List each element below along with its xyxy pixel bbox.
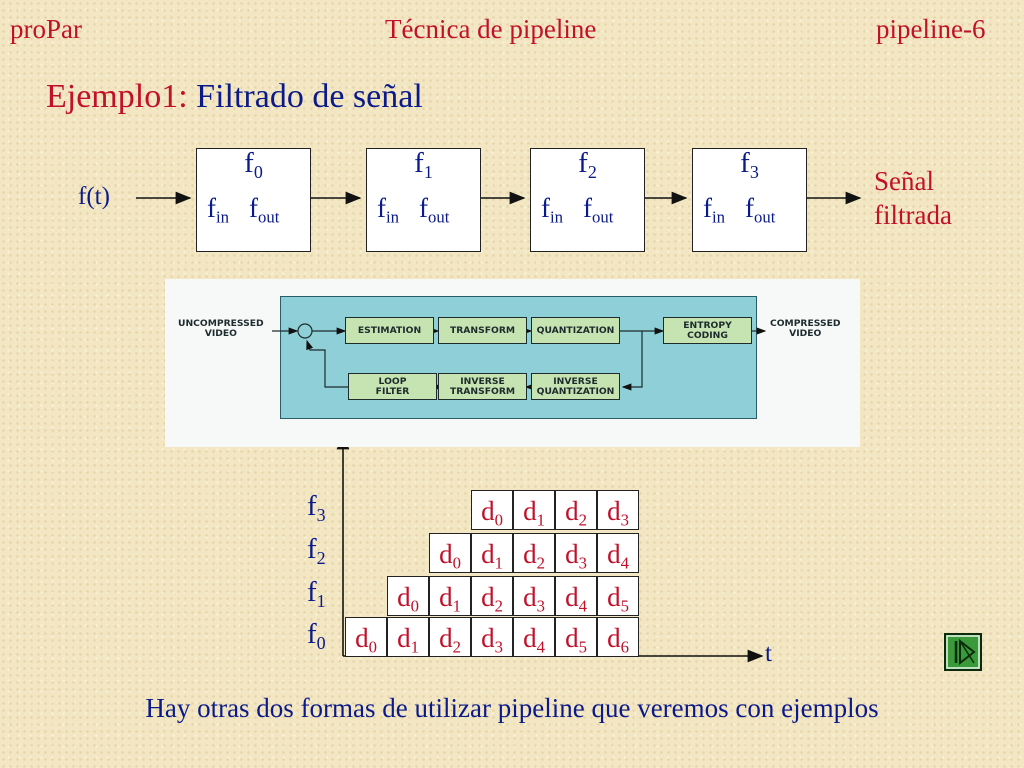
- timing-cell: d3: [555, 533, 597, 573]
- timing-cell: d0: [345, 617, 387, 657]
- timing-cell: d0: [471, 490, 513, 530]
- timing-cell: d2: [555, 490, 597, 530]
- timing-cell: d1: [387, 617, 429, 657]
- slide-title-text: Filtrado de señal: [187, 78, 423, 115]
- pipeline-input-label: f(t): [78, 183, 110, 210]
- timing-cell: d3: [513, 576, 555, 616]
- stage-f1-name: f1: [414, 147, 433, 182]
- bd-connectors: [272, 323, 767, 391]
- timing-cell: d2: [471, 576, 513, 616]
- skip-to-end-button[interactable]: [944, 633, 982, 671]
- slide-title-prefix: Ejemplo1:: [46, 78, 188, 115]
- bd-block-estimation: ESTIMATION: [345, 317, 434, 344]
- timing-cell: d4: [513, 617, 555, 657]
- timing-cell: d4: [555, 576, 597, 616]
- bd-block-transform: TRANSFORM: [438, 317, 527, 344]
- pipeline-output-label: Señal filtrada: [874, 166, 952, 230]
- header-center: Técnica de pipeline: [385, 14, 597, 44]
- timing-cell: d0: [387, 576, 429, 616]
- timing-cell: d4: [597, 533, 639, 573]
- timing-cell: d1: [513, 490, 555, 530]
- timing-row-label-f0: f0: [307, 618, 326, 653]
- timing-row-label-f3: f3: [307, 490, 326, 525]
- skip-to-end-icon: [946, 635, 980, 669]
- timing-cell: d3: [597, 490, 639, 530]
- timing-cell: d1: [471, 533, 513, 573]
- bd-block-quantization: QUANTIZATION: [531, 317, 620, 344]
- timing-cell: d2: [429, 617, 471, 657]
- stage-f2-name: f2: [578, 147, 597, 182]
- timing-cell: d1: [429, 576, 471, 616]
- stage-f3-name: f3: [740, 147, 759, 182]
- slide-title: Ejemplo1: Filtrado de señal: [46, 78, 423, 116]
- timing-cell: d3: [471, 617, 513, 657]
- timing-cell: d2: [513, 533, 555, 573]
- timing-row-label-f2: f2: [307, 533, 326, 568]
- header-right: pipeline-6: [876, 14, 986, 44]
- stage-f0-name: f0: [244, 147, 263, 182]
- header-left: proPar: [10, 14, 82, 44]
- timing-cell: d5: [597, 576, 639, 616]
- footer-text: Hay otras dos formas de utilizar pipelin…: [145, 693, 879, 723]
- timing-t-label: t: [765, 640, 772, 667]
- timing-cell: d5: [555, 617, 597, 657]
- timing-row-label-f1: f1: [307, 576, 326, 611]
- timing-cell: d0: [429, 533, 471, 573]
- timing-cell: d6: [597, 617, 639, 657]
